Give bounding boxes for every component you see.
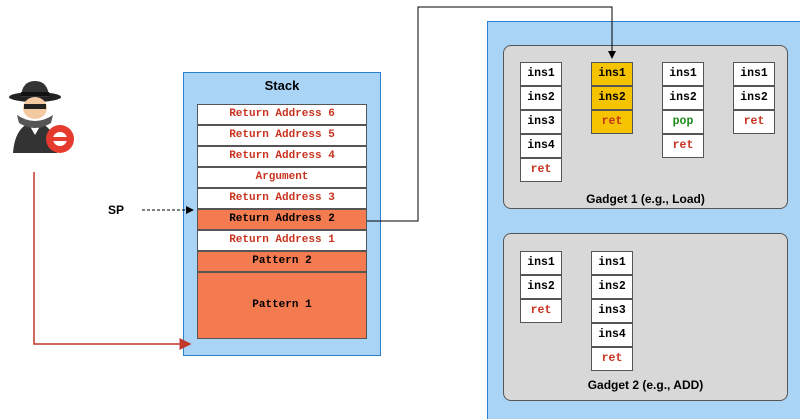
g2-col2-ret: ret bbox=[591, 347, 633, 371]
g2-col2-ins4: ins4 bbox=[591, 323, 633, 347]
stack-slot-pattern-1: Pattern 1 bbox=[197, 272, 367, 339]
stack-slot-return-address-4: Return Address 4 bbox=[197, 146, 367, 167]
g2-col2-ins3: ins3 bbox=[591, 299, 633, 323]
stack-slot-argument: Argument bbox=[197, 167, 367, 188]
attacker-spy-icon bbox=[5, 75, 80, 165]
return-address-2-to-gadget1-arrow bbox=[367, 6, 616, 222]
g1-col2-ret: ret bbox=[591, 110, 633, 134]
g2-col1-ret: ret bbox=[520, 299, 562, 323]
g2-col2-ins2: ins2 bbox=[591, 275, 633, 299]
g2-col1-ins1: ins1 bbox=[520, 251, 562, 275]
stack-slot-return-address-2: Return Address 2 bbox=[197, 209, 367, 230]
stack-slot-return-address-6: Return Address 6 bbox=[197, 104, 367, 125]
sp-label: SP bbox=[108, 203, 125, 217]
stack-slot-return-address-1: Return Address 1 bbox=[197, 230, 367, 251]
g1-col1-ins2: ins2 bbox=[520, 86, 562, 110]
g1-col2-ins1: ins1 bbox=[591, 62, 633, 86]
g1-col1-ins1: ins1 bbox=[520, 62, 562, 86]
g1-col3-ins2: ins2 bbox=[662, 86, 704, 110]
g1-col4-ret: ret bbox=[733, 110, 775, 134]
stack-slot-return-address-5: Return Address 5 bbox=[197, 125, 367, 146]
stack-slot-return-address-3: Return Address 3 bbox=[197, 188, 367, 209]
g1-col4-ins2: ins2 bbox=[733, 86, 775, 110]
gadget-2-title: Gadget 2 (e.g., ADD) bbox=[587, 378, 704, 392]
g1-col1-ins3: ins3 bbox=[520, 110, 562, 134]
g1-col1-ret: ret bbox=[520, 158, 562, 182]
attacker-to-stack-arrow bbox=[33, 172, 192, 350]
g1-col3-pop: pop bbox=[662, 110, 704, 134]
g2-col2-ins1: ins1 bbox=[591, 251, 633, 275]
g1-col2-ins2: ins2 bbox=[591, 86, 633, 110]
stack-title: Stack bbox=[264, 78, 300, 93]
g2-col1-ins2: ins2 bbox=[520, 275, 562, 299]
g1-col3-ins1: ins1 bbox=[662, 62, 704, 86]
gadget-1-title: Gadget 1 (e.g., Load) bbox=[586, 192, 705, 206]
g1-col3-ret: ret bbox=[662, 134, 704, 158]
g1-col1-ins4: ins4 bbox=[520, 134, 562, 158]
stack-slot-pattern-2: Pattern 2 bbox=[197, 251, 367, 272]
g1-col4-ins1: ins1 bbox=[733, 62, 775, 86]
